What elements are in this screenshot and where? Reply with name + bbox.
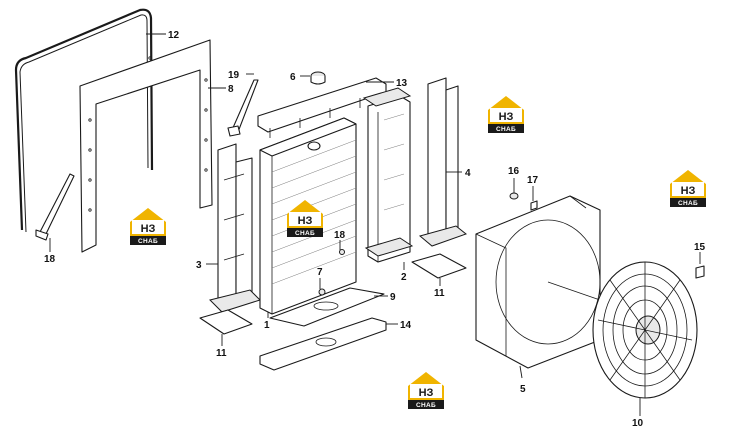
part-bolt-17 — [530, 200, 538, 211]
part-oil-cooler — [362, 87, 414, 263]
callout-13: 13 — [396, 78, 408, 89]
callout-12: 12 — [168, 30, 180, 41]
watermark-logo: НЗ СНАБ — [670, 170, 706, 207]
part-right-side-bracket — [418, 77, 468, 247]
svg-text:СНАБ: СНАБ — [678, 200, 698, 207]
callout-4: 4 — [465, 168, 471, 179]
callout-19: 19 — [228, 70, 240, 81]
callout-15: 15 — [694, 242, 706, 253]
part-gasket-plate — [269, 287, 385, 327]
callout-8: 8 — [228, 84, 234, 95]
svg-text:СНАБ: СНАБ — [496, 126, 516, 133]
callout-14: 14 — [400, 320, 412, 331]
part-fan-shroud — [475, 195, 601, 369]
watermark-logo: НЗ СНАБ — [287, 200, 323, 237]
callout-11-right: 11 — [434, 288, 445, 299]
svg-text:НЗ: НЗ — [419, 387, 434, 399]
part-seal-strip — [14, 8, 154, 233]
part-filler-cap — [310, 71, 326, 85]
callout-7: 7 — [317, 267, 323, 278]
part-bottom-bracket — [259, 317, 387, 371]
callout-9: 9 — [390, 292, 396, 303]
part-bolt-16 — [509, 192, 519, 200]
callout-labels: 12 8 19 6 13 4 16 17 15 18 18 3 7 2 11 9… — [44, 30, 706, 429]
callout-5: 5 — [520, 384, 526, 395]
leader-lines — [49, 33, 701, 416]
part-sensor-plug — [339, 249, 345, 255]
watermark-logo: НЗ СНАБ — [130, 208, 166, 245]
watermark-logo: НЗ СНАБ — [408, 372, 444, 409]
watermark-logo: НЗ СНАБ — [488, 96, 524, 133]
svg-text:НЗ: НЗ — [298, 215, 313, 227]
part-stay-rod — [227, 79, 259, 137]
svg-text:СНАБ: СНАБ — [138, 238, 158, 245]
part-mount-plate-left — [199, 309, 253, 335]
callout-18-left: 18 — [44, 254, 56, 265]
part-mount-plate-right — [411, 253, 467, 279]
svg-text:НЗ: НЗ — [499, 111, 514, 123]
callout-18-right: 18 — [334, 230, 346, 241]
part-fan-guard — [592, 261, 698, 399]
callout-17: 17 — [527, 175, 539, 186]
callout-10: 10 — [632, 418, 644, 429]
svg-text:НЗ: НЗ — [681, 185, 696, 197]
part-bolt-15 — [695, 265, 705, 279]
part-left-side-bracket — [209, 143, 261, 313]
part-frame-plate — [79, 39, 213, 253]
part-drain-plug — [318, 288, 326, 296]
callout-1: 1 — [264, 320, 270, 331]
svg-text:НЗ: НЗ — [141, 223, 156, 235]
callout-3: 3 — [196, 260, 202, 271]
callout-2: 2 — [401, 272, 407, 283]
callout-6: 6 — [290, 72, 296, 83]
callout-16: 16 — [508, 166, 520, 177]
callout-11-left: 11 — [216, 348, 227, 359]
part-support-rod-left — [35, 173, 75, 241]
svg-text:СНАБ: СНАБ — [416, 402, 436, 409]
svg-text:СНАБ: СНАБ — [295, 230, 315, 237]
